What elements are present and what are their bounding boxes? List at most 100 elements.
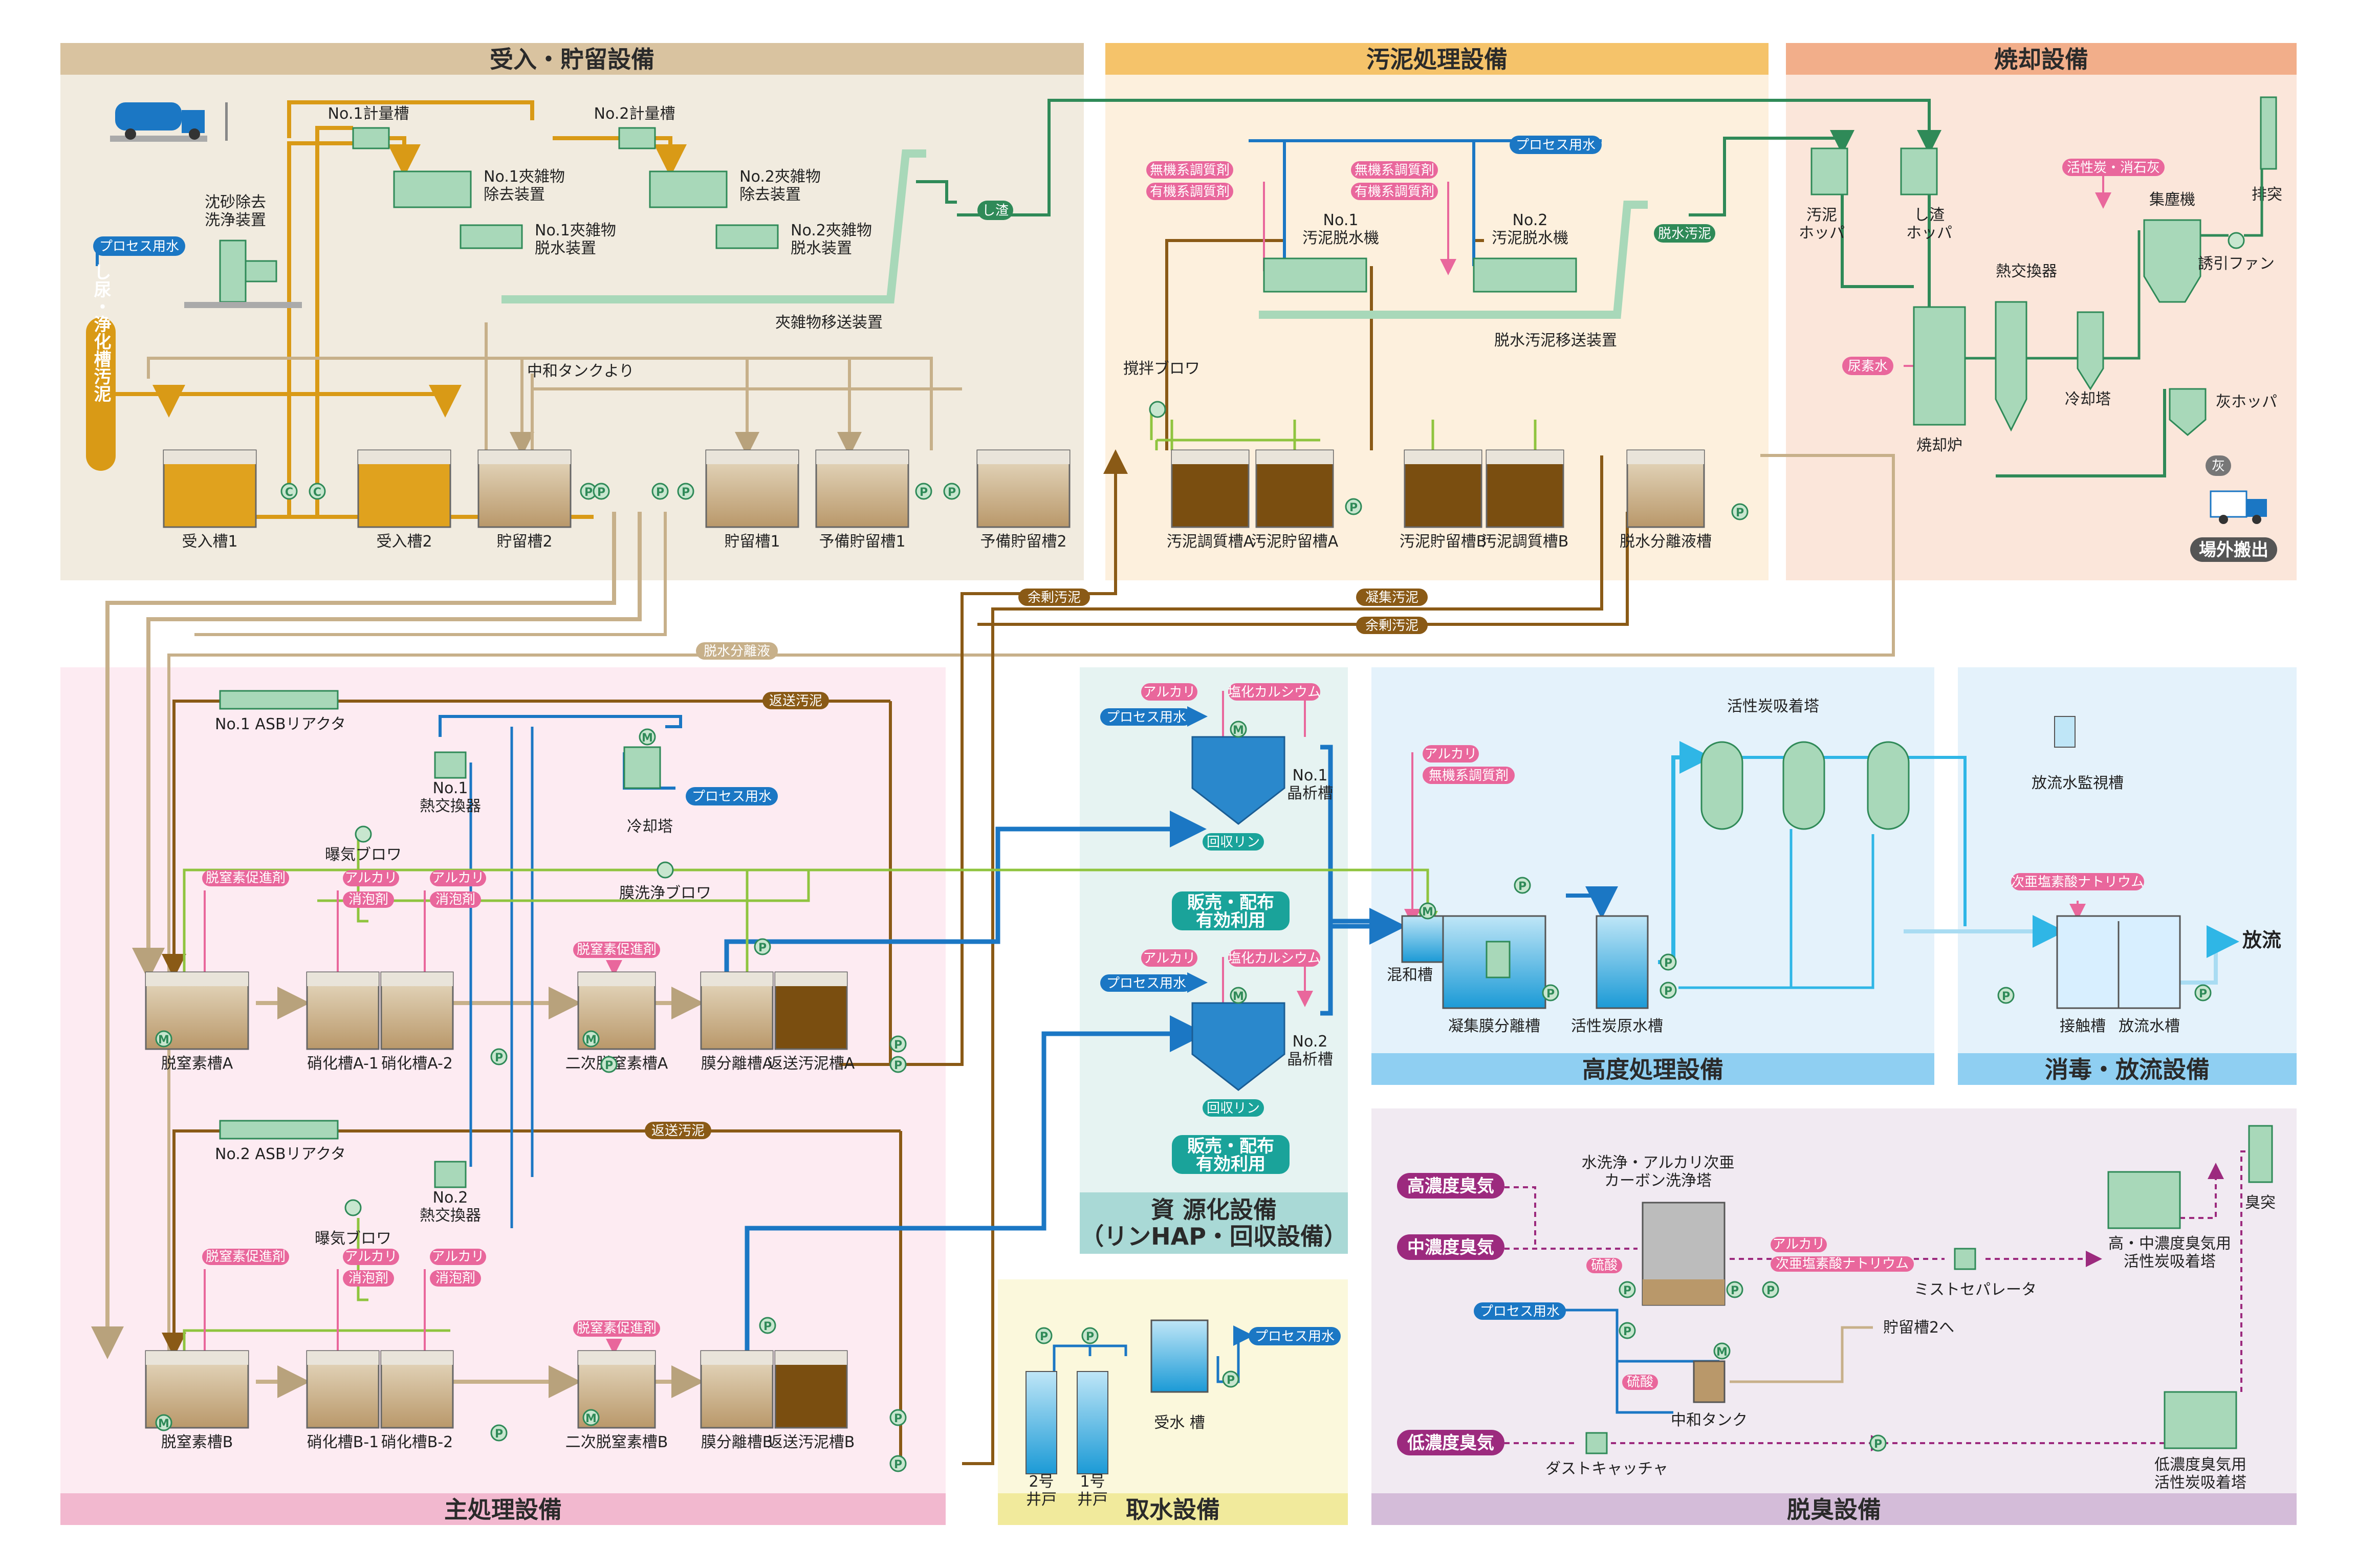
pump-icon	[593, 483, 610, 500]
hx2-label-2: 熱交換器	[420, 1207, 481, 1225]
defoam-tag-2-1: 消泡剤	[430, 1270, 481, 1287]
well-2-label-1: 2号	[1029, 1473, 1054, 1491]
svg-text:アルカリ: アルカリ	[1773, 1237, 1825, 1252]
meter-tank-2	[618, 127, 656, 149]
motor-icon	[582, 1030, 600, 1048]
incin-heatex-label: 熱交換器	[1996, 263, 2057, 280]
cryst-1-label-1: No.1	[1293, 767, 1328, 785]
furnace-label: 焼却炉	[1916, 437, 1962, 454]
tank-b-2: 硝化槽B-2	[380, 1350, 454, 1451]
receiving-tank	[1150, 1319, 1209, 1393]
svg-text:し渣: し渣	[982, 203, 1009, 219]
shisai-hopper	[1900, 147, 1938, 195]
screen-1-label-2: 除去装置	[484, 186, 545, 204]
adv-alkali-tag: アルカリ	[1423, 745, 1479, 763]
motor-icon	[1230, 721, 1247, 738]
shisai-tag: し渣	[977, 201, 1013, 220]
dewatered-tag: 脱水汚泥	[1654, 224, 1715, 243]
pump-icon	[889, 1035, 907, 1053]
asb-1-label: No.1 ASBリアクタ	[215, 715, 346, 733]
monitor-label: 放流水監視槽	[2032, 774, 2124, 792]
sludge-pw-tag: プロセス用水	[1510, 136, 1602, 154]
sludge-tank-1-label: 汚泥貯留槽A	[1251, 533, 1339, 551]
svg-text:無機系調質剤: 無機系調質剤	[1150, 163, 1230, 178]
svg-text:消泡剤: 消泡剤	[348, 1271, 388, 1286]
disinfection-equipment: 放流水監視槽 次亜塩素酸ナトリウム 接触槽 放流水槽 放流	[2011, 716, 2281, 1035]
well-1-label-1: 1号	[1080, 1473, 1105, 1491]
screen-conveyor-label: 夾雑物移送装置	[775, 314, 883, 332]
res-alkali-tag-2: アルカリ	[1141, 949, 1197, 967]
resource-equipment: アルカリ 塩化カルシウム プロセス用水 No.1 晶析槽 回収リン 販売・配布有…	[1100, 683, 1333, 1174]
incineration-equipment: 汚泥 ホッパ し渣 ホッパ 焼却炉 尿素水 熱交換器 冷却塔 活性炭・消石灰 集…	[1799, 96, 2282, 562]
tank-a-3: 二次脱窒素槽A	[565, 971, 668, 1073]
excess-sludge-tag-2: 余剰汚泥	[1356, 617, 1428, 634]
aeration-blower-1-icon	[355, 825, 372, 843]
counter-icon: C	[309, 483, 326, 500]
res-pw-tag-1: プロセス用水	[1100, 708, 1192, 726]
pump-icon	[943, 483, 961, 500]
intake-input-label: し尿・浄化槽汚泥	[91, 263, 111, 403]
defoam-tag-1-1: 消泡剤	[343, 1270, 394, 1287]
pump-icon	[1542, 984, 1559, 1001]
intake-tank-4-label: 予備貯留槽1	[819, 533, 905, 551]
fan-icon	[2228, 232, 2245, 249]
dewaterer-1-label-2: 汚泥脱水機	[1302, 229, 1379, 247]
sludge-tank-2-label: 汚泥貯留槽B	[1400, 533, 1487, 551]
main-cooling-label: 冷却塔	[627, 818, 673, 836]
meter-tank-1	[352, 127, 390, 149]
low-tower-label-2: 活性炭吸着塔	[2154, 1474, 2246, 1492]
tank-b-4: 膜分離槽B	[700, 1350, 774, 1451]
incin-cooling-label: 冷却塔	[2065, 390, 2111, 408]
dewaterer-2-label-1: No.2	[1513, 211, 1548, 229]
section-advanced: 高度処理設備	[1371, 667, 1934, 1085]
dewater-1-label-2: 脱水装置	[535, 239, 596, 257]
sludge-dewaterer-2	[1473, 257, 1577, 293]
sludge-hopper	[1810, 147, 1848, 195]
sludge-dewaterer-1	[1263, 257, 1367, 293]
tank-a-5-label: 返送汚泥槽A	[768, 1055, 855, 1073]
motor-icon	[1713, 1342, 1731, 1360]
crystallizer-1	[1191, 736, 1285, 825]
sludge-organic-tag-1: 有機系調質剤	[1146, 183, 1233, 200]
hm-carbon-tower	[2107, 1171, 2181, 1229]
intake-input-pill: し尿・浄化槽汚泥	[86, 263, 116, 471]
pump-icon	[1619, 1281, 1636, 1298]
svg-text:硫酸: 硫酸	[1627, 1375, 1653, 1390]
pump-icon	[1222, 1370, 1239, 1388]
pump-icon	[2194, 984, 2212, 1001]
monitor-tank	[2054, 716, 2076, 748]
intake-tank-5: 予備貯留槽2	[976, 449, 1071, 551]
stack-incin	[2260, 96, 2277, 170]
intake-tank-3: 貯留槽1	[705, 449, 799, 551]
pump-icon	[490, 1424, 508, 1442]
hx2-label-1: No.2	[433, 1189, 468, 1207]
sludge-hopper-label-2: ホッパ	[1799, 224, 1845, 242]
tank-a-1-label: 硝化槽A-1	[307, 1055, 379, 1073]
cryst-2-label-2: 晶析槽	[1287, 1051, 1333, 1069]
counter-icon: C	[280, 483, 298, 500]
meter-2-label: No.2計量槽	[594, 105, 675, 123]
svg-text:アルカリ: アルカリ	[345, 870, 398, 886]
grit-label-2: 洗浄装置	[205, 211, 266, 229]
neutral-tank	[1693, 1360, 1726, 1403]
shisai-hopper-label-2: ホッパ	[1906, 224, 1952, 242]
denit-tag-0: 脱窒素促進剤	[202, 870, 289, 886]
svg-text:消泡剤: 消泡剤	[435, 892, 475, 907]
intake-tank-0-label: 受入槽1	[182, 533, 237, 551]
pump-icon	[677, 483, 694, 500]
pump-icon	[600, 1056, 618, 1073]
tank-a-4-label: 膜分離槽A	[701, 1055, 773, 1073]
ash-hopper	[2169, 388, 2207, 436]
asb-2-label: No.2 ASBリアクタ	[215, 1145, 346, 1163]
intake-tank-1-label: 受入槽2	[376, 533, 432, 551]
denit2-tag-0: 脱窒素促進剤	[573, 942, 660, 958]
svg-text:尿素水: 尿素水	[1848, 359, 1888, 374]
recovered-p-tag-1: 回収リン	[1203, 833, 1264, 851]
mid-odor-pill: 中濃度臭気	[1397, 1234, 1504, 1260]
carbon-towers	[1700, 741, 1910, 830]
alkali-tag-2-1: アルカリ	[430, 1249, 486, 1265]
svg-text:アルカリ: アルカリ	[1143, 685, 1196, 700]
